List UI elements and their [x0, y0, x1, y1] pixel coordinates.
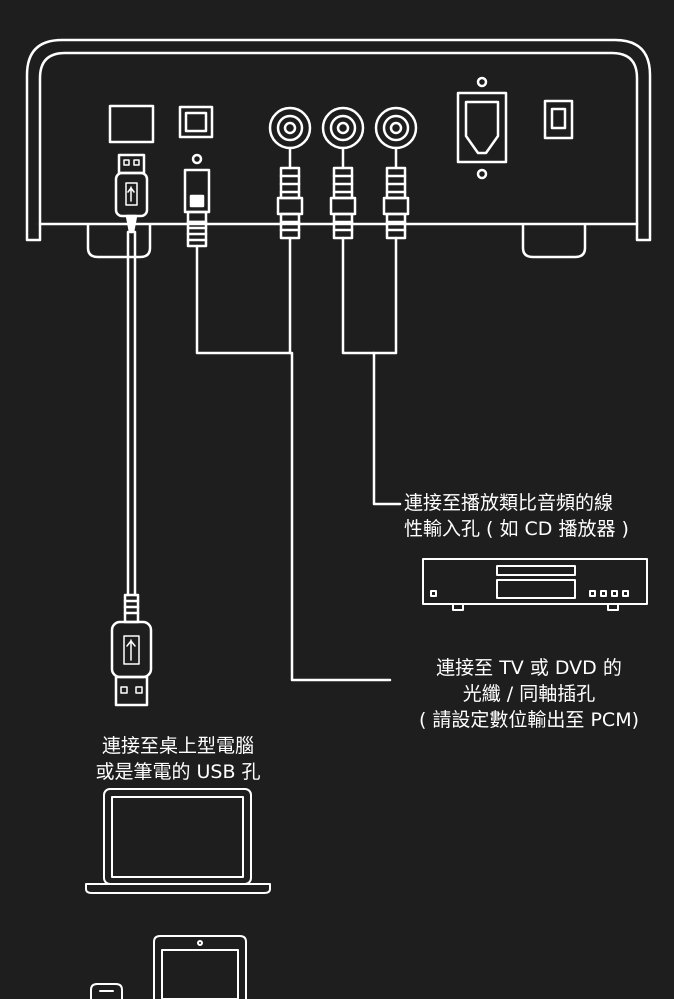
power-switch-icon: [543, 99, 574, 140]
rca-jack-icon: [374, 106, 418, 150]
power-socket-icon: [456, 76, 508, 180]
tv-label-line1: 連接至 TV 或 DVD 的: [436, 657, 622, 679]
cd-player-icon: [422, 558, 648, 611]
device-foot-left: [86, 223, 152, 259]
tv-label-line3: ( 請設定數位輸出至 PCM): [418, 709, 640, 731]
cable-lines: [126, 230, 402, 682]
rca-jack-icon: [321, 106, 365, 150]
optical-port-icon: [178, 105, 214, 139]
analog-label-line1: 連接至播放類比音頻的線: [404, 492, 614, 514]
phone-icon: [90, 983, 123, 999]
optical-plug-icon: [183, 153, 211, 248]
tablet-icon: [153, 935, 247, 999]
rca-plug-icon: [329, 146, 357, 240]
pc-label-line2: 或是筆電的 USB 孔: [95, 761, 261, 783]
analog-label-line2: 性輸入孔 ( 如 CD 播放器 ): [404, 518, 629, 540]
rca-jack-icon: [268, 106, 312, 150]
device-back-panel: [25, 38, 652, 259]
usb-plug-icon: [110, 593, 153, 707]
rca-plug-icon: [382, 146, 410, 240]
usb-plug-icon: [114, 153, 149, 234]
pc-label-line1: 連接至桌上型電腦: [101, 735, 254, 757]
tv-label-line2: 光纖 / 同軸插孔: [462, 683, 596, 705]
laptop-icon: [85, 788, 271, 894]
tv-dvd-label: 連接至 TV 或 DVD 的 光纖 / 同軸插孔 ( 請設定數位輸出至 PCM): [384, 655, 674, 733]
device-foot-right: [521, 223, 587, 259]
usb-port-icon: [108, 104, 155, 144]
computer-usb-label: 連接至桌上型電腦 或是筆電的 USB 孔: [70, 733, 286, 785]
analog-input-label: 連接至播放類比音頻的線 性輸入孔 ( 如 CD 播放器 ): [404, 490, 629, 542]
